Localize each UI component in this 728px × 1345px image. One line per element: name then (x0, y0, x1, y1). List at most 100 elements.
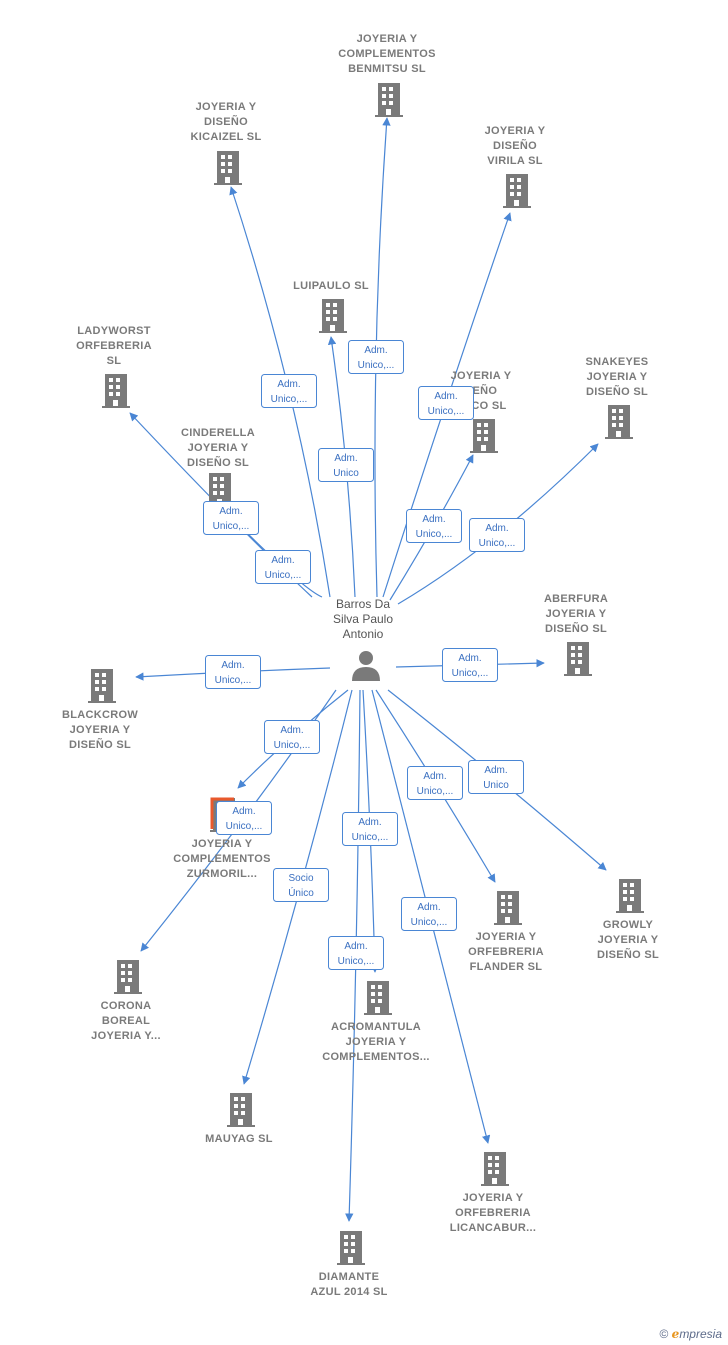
building-icon[interactable] (494, 891, 522, 925)
building-icon[interactable] (319, 299, 347, 333)
building-icon[interactable] (364, 981, 392, 1015)
edge-label-zurmoril[interactable]: Adm.Unico,... (264, 720, 320, 754)
edge-label-text: Adm. (484, 765, 507, 776)
node-zurmoril[interactable]: JOYERIA YCOMPLEMENTOSZURMORIL... (173, 797, 271, 880)
building-icon[interactable] (605, 405, 633, 439)
edge-label-acromantula[interactable]: Adm.Unico,... (342, 812, 398, 846)
node-mauyag[interactable]: MAUYAG SL (205, 1093, 273, 1145)
edge-label-text: Unico,... (411, 917, 448, 928)
node-label: ABERFURA (544, 593, 608, 605)
edge-label-box[interactable] (264, 720, 320, 754)
building-icon[interactable] (503, 174, 531, 208)
edge-label-box[interactable] (205, 655, 261, 689)
edge-label-licancabur[interactable]: Adm. Unico,... (401, 897, 457, 931)
brand-logo-text: mpresia (679, 1327, 722, 1341)
node-label: MAUYAG SL (205, 1133, 273, 1145)
edge-label-text: Adm. (221, 660, 244, 671)
node-label: LADYWORST (77, 325, 151, 337)
node-label: JOYERIA Y (357, 33, 418, 45)
edge-label-growly[interactable]: Adm.Unico (468, 760, 524, 794)
edge-label-virila[interactable]: Adm.Unico,... (418, 386, 474, 420)
building-icon[interactable] (214, 151, 242, 185)
edge-label-blackcrow[interactable]: Adm.Unico,... (205, 655, 261, 689)
edge-label-box[interactable] (216, 801, 272, 835)
edge-label-benmitsu[interactable]: Adm.Unico,... (348, 340, 404, 374)
edge-label-text: Adm. (434, 391, 457, 402)
edge-label-text: Adm. (364, 345, 387, 356)
node-label: BLACKCROW (62, 709, 138, 721)
node-label: DIAMANTE (319, 1271, 379, 1283)
edge-label-text: Unico (333, 468, 359, 479)
edge-label-box[interactable] (418, 386, 474, 420)
node-label: AZUL 2014 SL (310, 1286, 387, 1298)
building-icon[interactable] (375, 83, 403, 117)
node-label: LICANCABUR... (450, 1222, 536, 1234)
building-icon[interactable] (337, 1231, 365, 1265)
edge-label-text: Adm. (458, 653, 481, 664)
node-label: DISEÑO SL (586, 385, 648, 398)
edge-label-box[interactable] (342, 812, 398, 846)
edge-label-box[interactable] (273, 868, 329, 902)
edge-label-ladyworst[interactable]: Adm.Unico,... (203, 501, 259, 535)
node-label: DISEÑO SL (545, 622, 607, 635)
edge-label-box[interactable] (348, 340, 404, 374)
edge-label-corona[interactable]: Adm.Unico,... (216, 801, 272, 835)
node-label: JOYERIA Y (598, 934, 659, 946)
copyright-icon: © (659, 1327, 669, 1341)
edge-label-flander[interactable]: Adm.Unico,... (407, 766, 463, 800)
node-luipaulo[interactable]: LUIPAULO SL (293, 280, 369, 333)
edge-label-aberfura[interactable]: Adm.Unico,... (442, 648, 498, 682)
building-icon[interactable] (227, 1093, 255, 1127)
edge-label-box[interactable] (469, 518, 525, 552)
building-icon[interactable] (114, 960, 142, 994)
node-label: LUIPAULO SL (293, 280, 369, 292)
building-icon[interactable] (564, 642, 592, 676)
edge-label-box[interactable] (203, 501, 259, 535)
edge-label-box[interactable] (407, 766, 463, 800)
node-label: SNAKEYES (586, 356, 649, 368)
edge-label-erco[interactable]: Adm.Unico,... (406, 509, 462, 543)
building-icon[interactable] (470, 419, 498, 453)
edge-label-luipaulo[interactable]: Adm.Unico (318, 448, 374, 482)
edge-label-box[interactable] (318, 448, 374, 482)
edge-label-text: Adm. (232, 806, 255, 817)
edge-label-diamante[interactable]: Adm.Unico,... (328, 936, 384, 970)
edge-label-box[interactable] (401, 897, 457, 931)
edge-label-box[interactable] (261, 374, 317, 408)
person-icon[interactable] (352, 651, 380, 681)
edge-label-box[interactable] (468, 760, 524, 794)
building-icon[interactable] (481, 1152, 509, 1186)
edge-label-text: Adm. (417, 902, 440, 913)
edge-label-box[interactable] (328, 936, 384, 970)
node-diamante[interactable]: DIAMANTE AZUL 2014 SL (310, 1231, 387, 1298)
edge-label-text: Único (288, 886, 314, 899)
edge-label-box[interactable] (442, 648, 498, 682)
node-label: JOYERIA Y (463, 1192, 524, 1204)
edge-label-box[interactable] (406, 509, 462, 543)
edge-label-box[interactable] (255, 550, 311, 584)
building-icon[interactable] (102, 374, 130, 408)
edge-label-kicaizel[interactable]: Adm.Unico,... (261, 374, 317, 408)
edge-label-text: Unico,... (338, 956, 375, 967)
edge-label-cinderella[interactable]: Adm.Unico,... (255, 550, 311, 584)
building-icon[interactable] (88, 669, 116, 703)
edge-label-text: Adm. (423, 771, 446, 782)
building-icon[interactable] (616, 879, 644, 913)
edge-label-snakeyes[interactable]: Adm.Unico,... (469, 518, 525, 552)
node-label: ACROMANTULA (331, 1021, 421, 1033)
node-licancabur[interactable]: JOYERIA YORFEBRERIALICANCABUR... (450, 1152, 536, 1234)
